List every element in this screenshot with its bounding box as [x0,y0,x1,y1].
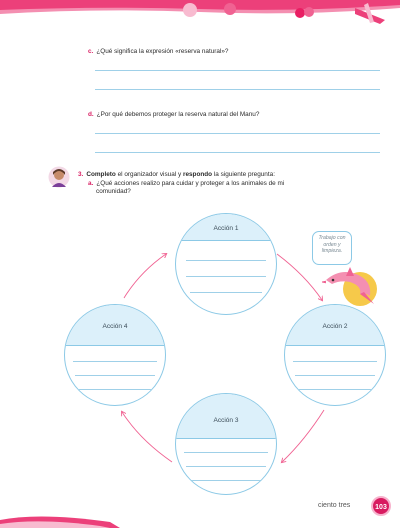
arrow-2-to-3 [282,409,325,462]
tip-line-1: Trabajo con [318,235,346,241]
arrow-3-to-4 [122,412,173,463]
write-line[interactable] [293,361,377,362]
page-number-badge: 103 [371,496,391,516]
balloon-icon [183,3,197,17]
answer-line[interactable] [95,133,380,134]
activity-3-text-2: la siguiente pregunta: [212,171,275,178]
activity-3-question-a-cont: comunidad? [96,188,131,196]
pink-dolphin-mascot [321,267,377,306]
footer-page-words: ciento tres [318,502,351,509]
top-decorative-band [0,0,400,24]
activity-3-question-a-line-2: comunidad? [96,188,131,195]
question-c-text: ¿Qué significa la expresión «reserva nat… [96,48,229,55]
question-d: d.¿Por qué debemos proteger la reserva n… [88,111,259,119]
tip-line-2: orden y [323,241,341,248]
activity-3-bold-2: respondo [182,171,213,178]
write-line[interactable] [186,276,266,277]
action-4-circle: Acción 4 [64,304,166,406]
student-avatar-icon [48,166,70,188]
balloon-icon [224,3,236,15]
write-line[interactable] [295,375,375,376]
answer-line[interactable] [95,89,380,90]
question-c-label: c. [88,48,94,55]
write-line[interactable] [190,480,262,481]
write-line[interactable] [186,466,266,467]
activity-3-instruction: 3.Completo el organizador visual y respo… [78,171,275,179]
arrow-1-to-2 [276,253,322,300]
bottom-decorative-curve [0,516,120,528]
question-c: c.¿Qué significa la expresión «reserva n… [88,48,229,56]
action-2-label: Acción 2 [285,305,385,346]
action-1-circle: Acción 1 [175,213,277,315]
activity-3-number: 3. [78,171,84,178]
action-4-label: Acción 4 [65,305,165,346]
write-line[interactable] [299,389,371,390]
tip-bubble: Trabajo con orden y limpieza. [312,231,352,265]
write-line[interactable] [73,361,157,362]
activity-3-text-1: el organizador visual y [115,171,183,178]
arrow-4-to-1 [123,254,166,299]
write-line[interactable] [79,389,151,390]
action-1-label: Acción 1 [176,214,276,241]
flowers-icon [295,7,314,18]
activity-3-bold-1: Completo [86,171,116,178]
activity-3-question-a: a.¿Qué acciones realizo para cuidar y pr… [88,180,284,188]
tip-line-3: limpieza. [321,248,343,254]
action-3-label: Acción 3 [176,394,276,439]
action-3-circle: Acción 3 [175,393,277,495]
write-line[interactable] [190,292,262,293]
airplane-icon [355,3,385,24]
activity-3-question-a-line-1: ¿Qué acciones realizo para cuidar y prot… [96,180,285,187]
question-d-label: d. [88,111,94,118]
action-2-circle: Acción 2 [284,304,386,406]
write-line[interactable] [184,452,268,453]
write-line[interactable] [75,375,155,376]
write-line[interactable] [186,260,266,261]
activity-3-question-a-label: a. [88,180,94,187]
answer-line[interactable] [95,152,380,153]
question-d-text: ¿Por qué debemos proteger la reserva nat… [96,111,260,118]
answer-line[interactable] [95,70,380,71]
